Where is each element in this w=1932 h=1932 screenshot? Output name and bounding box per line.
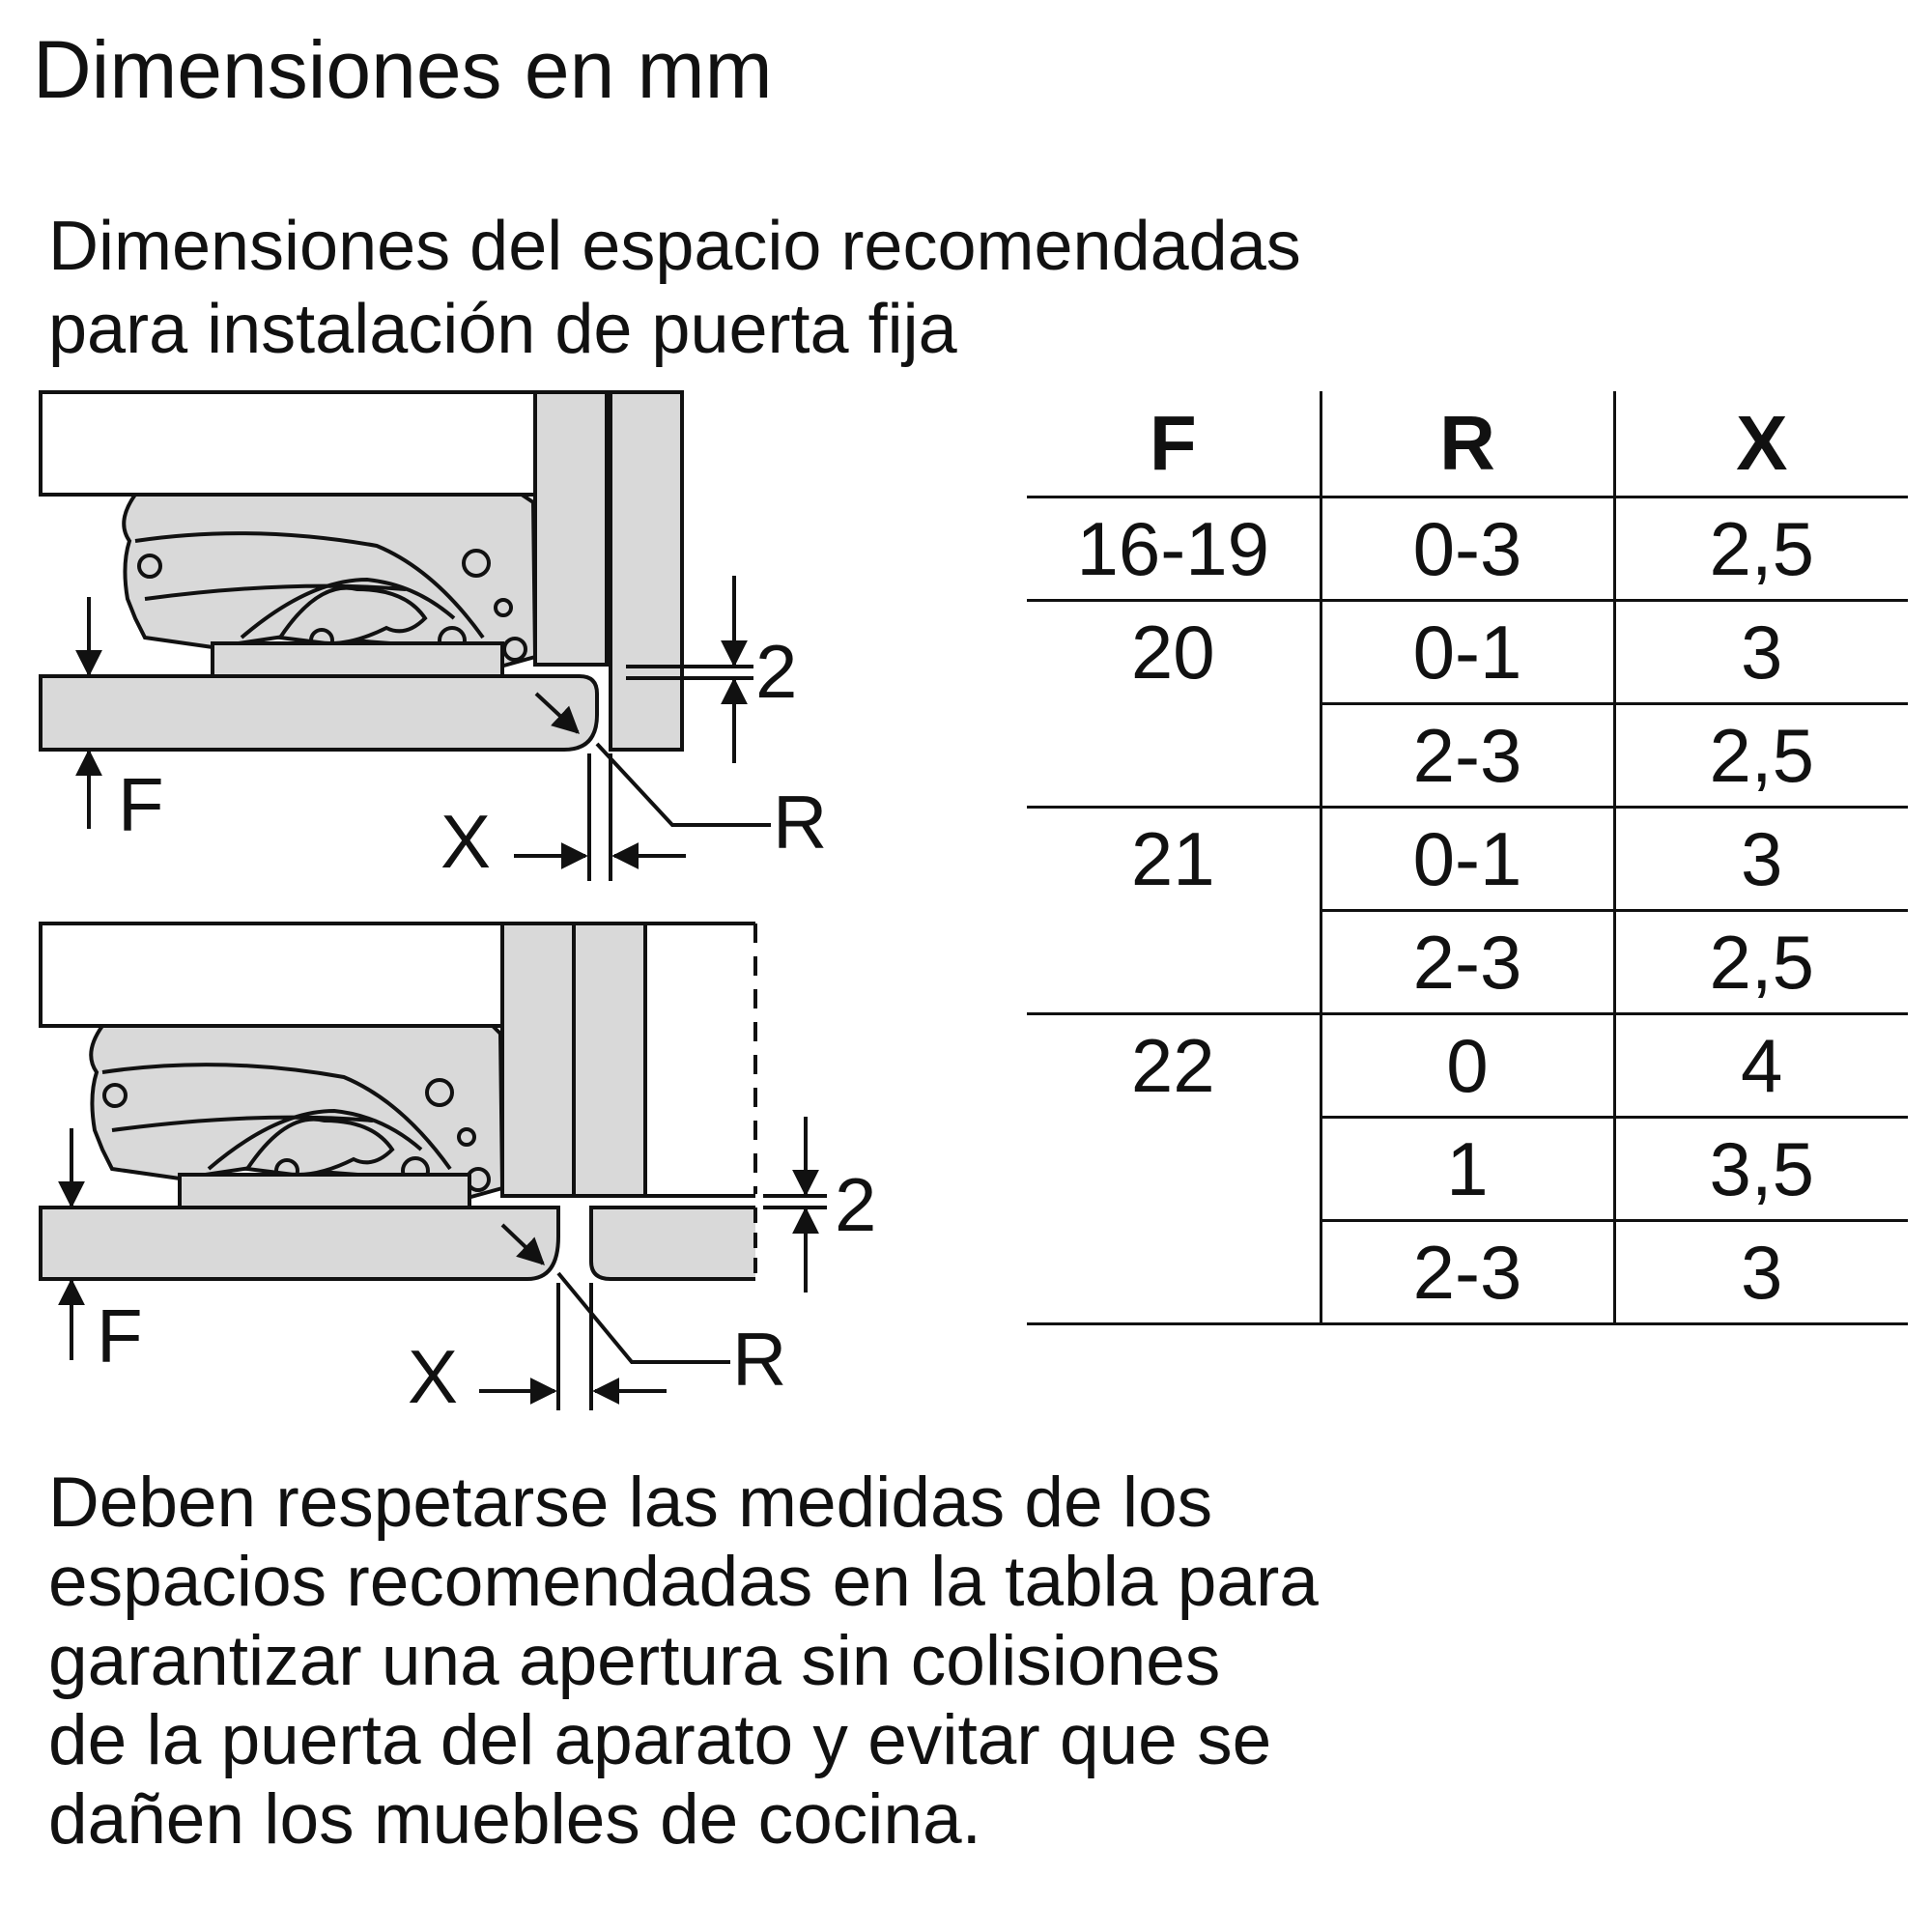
cell-x: 2,5 bbox=[1614, 703, 1908, 809]
cell-r: 1 bbox=[1321, 1117, 1616, 1222]
cell-x: 3 bbox=[1614, 600, 1908, 705]
cell-r: 0 bbox=[1321, 1013, 1616, 1119]
table-row: 2-3 2,5 bbox=[1027, 703, 1908, 809]
note-line-1: Deben respetarse las medidas de los bbox=[48, 1463, 1213, 1542]
subtitle-line-2: para instalación de puerta fija bbox=[48, 291, 957, 368]
cell-r: 2-3 bbox=[1321, 703, 1616, 809]
dimensions-table: F R X 16-19 0-3 2,5 20 0-1 3 2-3 2,5 21 … bbox=[1027, 391, 1908, 1325]
radius-arrow bbox=[500, 1223, 546, 1265]
hinge-arm bbox=[134, 531, 485, 639]
section-subtitle: Dimensiones del espacio recomendadas par… bbox=[48, 205, 1301, 371]
table-row: 22 0 4 bbox=[1027, 1013, 1908, 1119]
label-gap: 2 bbox=[835, 1162, 876, 1247]
label-F: F bbox=[97, 1293, 143, 1378]
note-line-3: garantizar una apertura sin colisiones bbox=[48, 1622, 1221, 1700]
table-row: 21 0-1 3 bbox=[1027, 807, 1908, 912]
cell-r: 0-1 bbox=[1321, 807, 1616, 912]
installation-note: Deben respetarse las medidas de los espa… bbox=[48, 1463, 1319, 1860]
r-leader bbox=[556, 1271, 730, 1364]
side-panel-middle bbox=[572, 922, 647, 1198]
side-panel-left bbox=[533, 390, 609, 667]
label-gap: 2 bbox=[755, 629, 797, 714]
cell-r: 2-3 bbox=[1321, 910, 1616, 1015]
cell-f: 21 bbox=[1027, 807, 1322, 911]
label-F: F bbox=[118, 762, 164, 847]
hinge-pin bbox=[425, 1078, 454, 1107]
cabinet-top-panel bbox=[39, 922, 504, 1028]
table-row: 20 0-1 3 bbox=[1027, 600, 1908, 705]
subtitle-line-1: Dimensiones del espacio recomendadas bbox=[48, 208, 1301, 285]
note-line-4: de la puerta del aparato y evitar que se bbox=[48, 1701, 1272, 1779]
page-title: Dimensiones en mm bbox=[33, 24, 773, 115]
r-leader bbox=[595, 742, 771, 827]
hinge-pin bbox=[137, 554, 162, 579]
cell-x: 4 bbox=[1614, 1013, 1908, 1119]
cell-x: 2,5 bbox=[1614, 910, 1908, 1015]
cell-f bbox=[1027, 1220, 1322, 1325]
hinge-base bbox=[211, 641, 504, 678]
note-line-2: espacios recomendadas en la tabla para bbox=[48, 1543, 1319, 1621]
header-x: X bbox=[1614, 391, 1908, 498]
table-header-row: F R X bbox=[1027, 391, 1908, 498]
appliance-door bbox=[39, 1206, 560, 1281]
cell-f bbox=[1027, 910, 1322, 1015]
header-r: R bbox=[1321, 391, 1616, 498]
table-row: 1 3,5 bbox=[1027, 1117, 1908, 1222]
cell-x: 2,5 bbox=[1614, 497, 1908, 602]
cell-f bbox=[1027, 703, 1322, 809]
label-X: X bbox=[440, 799, 491, 884]
diagram-bottom bbox=[39, 922, 827, 1410]
cell-r: 0-1 bbox=[1321, 600, 1616, 705]
cell-x: 3 bbox=[1614, 807, 1908, 912]
side-panel-left bbox=[500, 922, 576, 1198]
hinge-pin bbox=[102, 1083, 128, 1108]
label-R: R bbox=[732, 1317, 786, 1402]
hinge-arm bbox=[101, 1063, 452, 1171]
adjacent-door bbox=[589, 1206, 755, 1281]
side-panel-right bbox=[609, 390, 684, 752]
hinge-pin bbox=[457, 1127, 476, 1147]
cell-r: 2-3 bbox=[1321, 1220, 1616, 1325]
table-row: 16-19 0-3 2,5 bbox=[1027, 497, 1908, 602]
cell-f bbox=[1027, 1117, 1322, 1221]
cabinet-top-panel bbox=[39, 390, 537, 497]
cell-f: 22 bbox=[1027, 1013, 1322, 1118]
note-line-5: dañen los muebles de cocina. bbox=[48, 1780, 981, 1859]
hinge-base bbox=[178, 1173, 471, 1209]
cell-f: 16-19 bbox=[1027, 497, 1322, 602]
label-X: X bbox=[408, 1334, 458, 1419]
diagram-top bbox=[39, 390, 771, 881]
cell-r: 0-3 bbox=[1321, 497, 1616, 602]
hinge-pin bbox=[494, 598, 513, 617]
table-row: 2-3 3 bbox=[1027, 1220, 1908, 1325]
header-f: F bbox=[1027, 391, 1322, 498]
hinge-pin bbox=[462, 549, 491, 578]
label-R: R bbox=[773, 780, 827, 865]
appliance-door bbox=[39, 674, 599, 752]
radius-arrow bbox=[534, 692, 581, 734]
cell-f: 20 bbox=[1027, 600, 1322, 704]
cell-x: 3 bbox=[1614, 1220, 1908, 1325]
table-row: 2-3 2,5 bbox=[1027, 910, 1908, 1015]
cell-x: 3,5 bbox=[1614, 1117, 1908, 1222]
